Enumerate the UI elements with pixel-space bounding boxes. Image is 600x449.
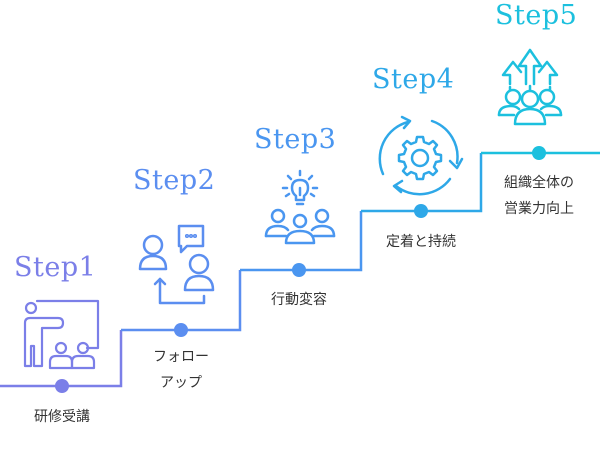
- step-5-dot: [532, 146, 546, 160]
- step-1-label-line-1: 研修受講: [34, 409, 90, 425]
- step-5-title: Step5: [495, 0, 578, 31]
- follow-up-conversation-icon: [138, 224, 215, 305]
- step-4-label: 定着と持続: [371, 229, 471, 255]
- step-4-dot: [414, 204, 428, 218]
- step-2-label: フォロー アップ: [141, 344, 221, 396]
- presentation-teacher-icon: [23, 299, 100, 370]
- step-5-label-line-2: 営業力向上: [504, 201, 574, 217]
- stair-segment-1: [0, 330, 123, 388]
- step-1-label: 研修受講: [22, 404, 102, 430]
- gear-cycle-icon: [378, 115, 464, 196]
- step-1-dot: [55, 379, 69, 393]
- step-1-title: Step1: [14, 252, 97, 283]
- step-2-label-line-2: アップ: [160, 375, 202, 391]
- step-5-label-line-1: 組織全体の: [504, 175, 574, 191]
- stair-segment-2: [121, 270, 242, 332]
- step-3-label: 行動変容: [259, 287, 339, 313]
- team-growth-arrows-icon: [497, 48, 563, 126]
- step-2-title: Step2: [133, 165, 216, 196]
- step-4-label-line-1: 定着と持続: [386, 234, 456, 250]
- step-3-label-line-1: 行動変容: [271, 292, 327, 308]
- step-4-title: Step4: [372, 64, 455, 95]
- step-5-label: 組織全体の 営業力向上: [489, 170, 589, 222]
- stair-segment-4: [361, 153, 483, 213]
- step-2-label-line-1: フォロー: [153, 349, 209, 365]
- step-2-dot: [174, 323, 188, 337]
- stair-segment-3: [240, 211, 363, 272]
- step-3-dot: [292, 263, 306, 277]
- idea-team-icon: [264, 169, 336, 245]
- step-3-title: Step3: [254, 124, 337, 155]
